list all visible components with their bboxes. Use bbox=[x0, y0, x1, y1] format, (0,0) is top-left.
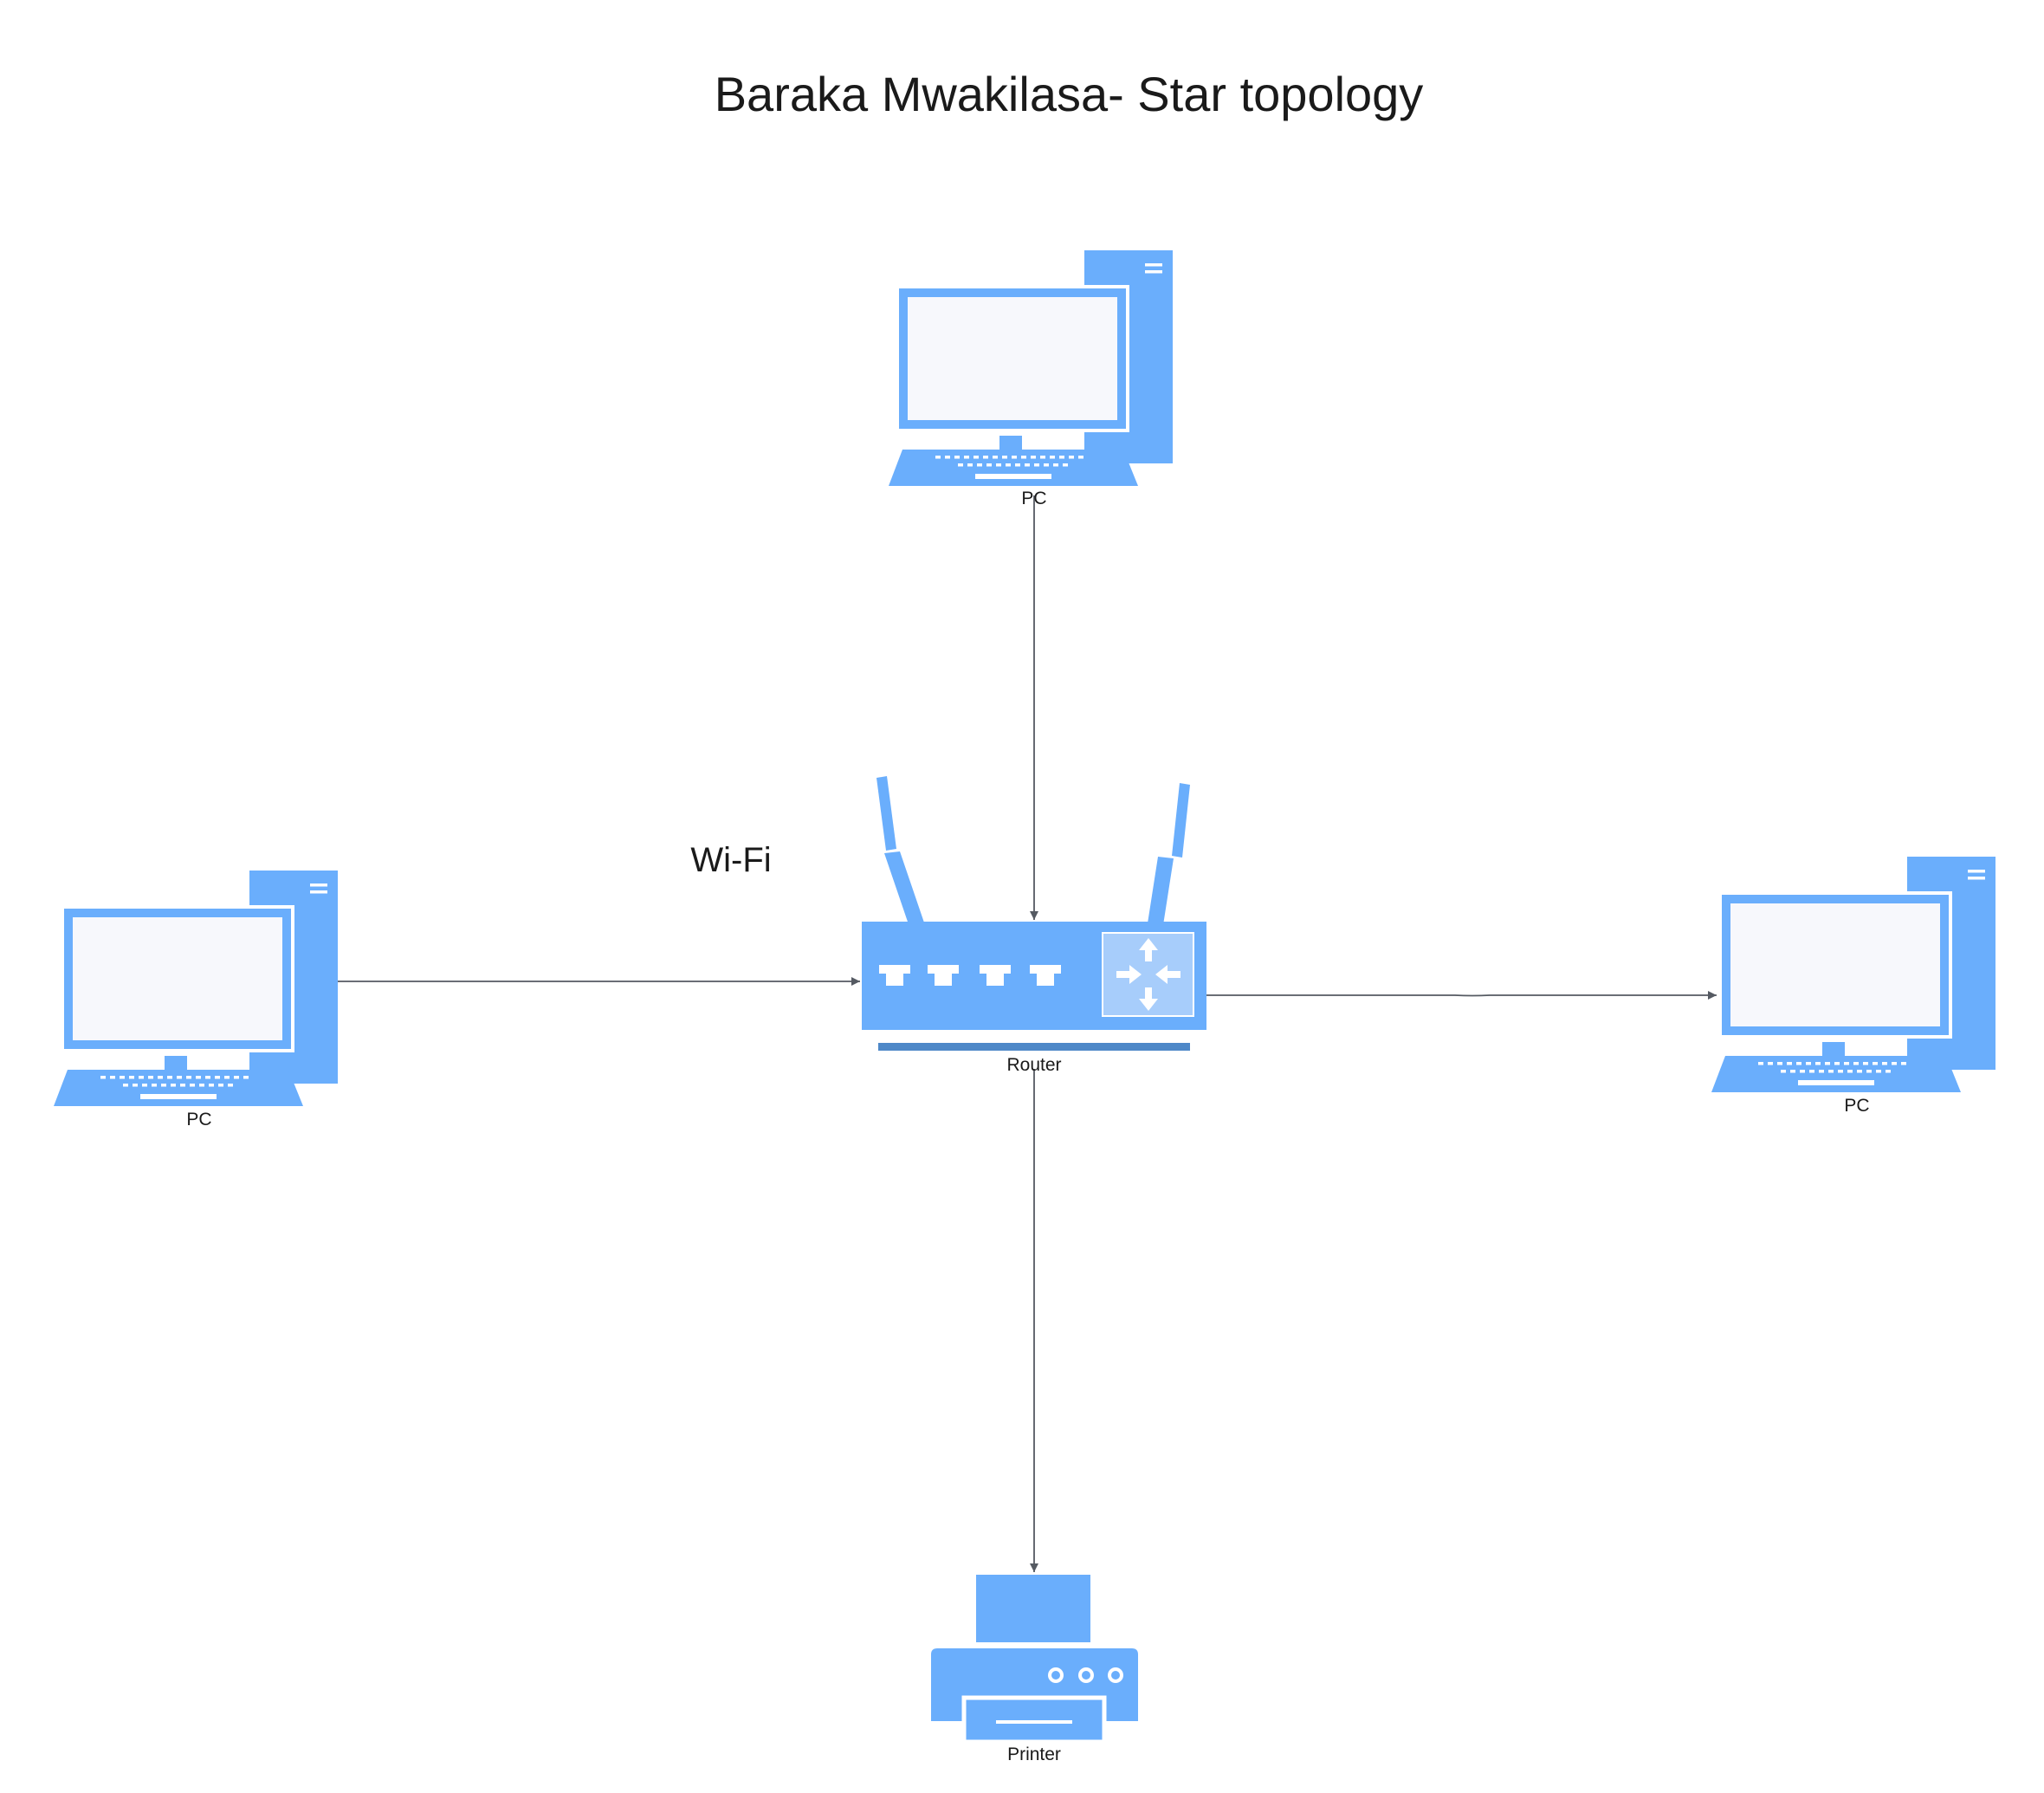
node-label-pc-right: PC bbox=[1844, 1096, 1869, 1116]
desktop-computer-icon bbox=[54, 871, 338, 1106]
wireless-router-icon bbox=[862, 776, 1206, 1051]
edge-router-to-pc-right bbox=[1206, 991, 1717, 1000]
desktop-computer-icon bbox=[1711, 857, 1995, 1092]
printer-icon bbox=[931, 1575, 1138, 1744]
node-pc-right[interactable]: PC bbox=[1711, 857, 1995, 1116]
node-printer[interactable]: Printer bbox=[931, 1575, 1138, 1764]
node-router[interactable]: Router bbox=[862, 776, 1206, 1075]
wifi-label: Wi-Fi bbox=[690, 841, 771, 879]
desktop-computer-icon bbox=[889, 250, 1173, 486]
node-label-pc-top: PC bbox=[1021, 489, 1046, 508]
node-label-pc-left: PC bbox=[186, 1110, 211, 1130]
connections bbox=[338, 495, 1717, 1572]
node-label-printer: Printer bbox=[1007, 1744, 1061, 1764]
node-pc-left[interactable]: PC bbox=[54, 871, 338, 1130]
node-pc-top[interactable]: PC bbox=[889, 250, 1173, 508]
diagram-title: Baraka Mwakilasa- Star topology bbox=[715, 67, 1424, 121]
node-label-router: Router bbox=[1006, 1055, 1061, 1075]
